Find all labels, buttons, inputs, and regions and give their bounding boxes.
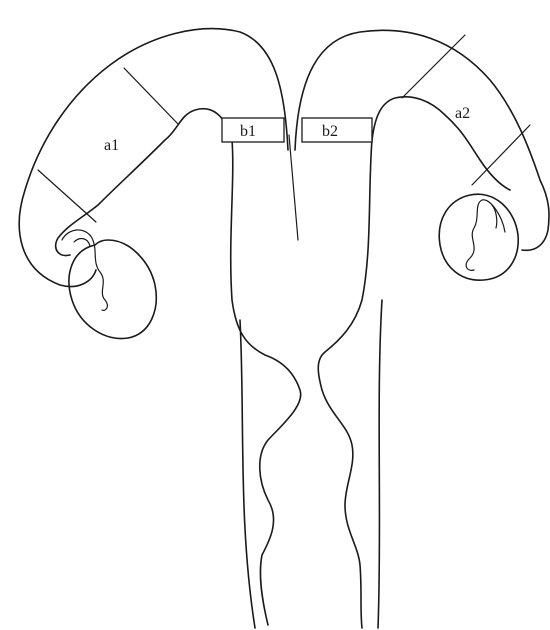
label-b2: b2 [322, 123, 338, 140]
a2-section-line-lower [472, 125, 530, 185]
a1-section-line-upper [124, 68, 178, 124]
body-right-contour [318, 140, 372, 628]
left-ovary [69, 240, 156, 339]
left-oviduct-inner [74, 239, 90, 246]
a1-section-line-lower [38, 170, 96, 222]
label-a2: a2 [455, 105, 470, 122]
left-horn-outer [19, 29, 288, 287]
label-b1: b1 [240, 123, 256, 140]
left-horn-inner [56, 109, 232, 256]
a2-section-line-upper [402, 35, 465, 98]
vagina-right-outer [378, 300, 382, 628]
right-horn-inner [372, 97, 510, 190]
label-a1: a1 [104, 137, 119, 154]
right-oviduct [466, 200, 505, 271]
vagina-left-outer [240, 320, 255, 628]
right-oviduct-inner [492, 205, 497, 228]
septum-line [289, 135, 298, 240]
right-ovary [439, 194, 518, 280]
